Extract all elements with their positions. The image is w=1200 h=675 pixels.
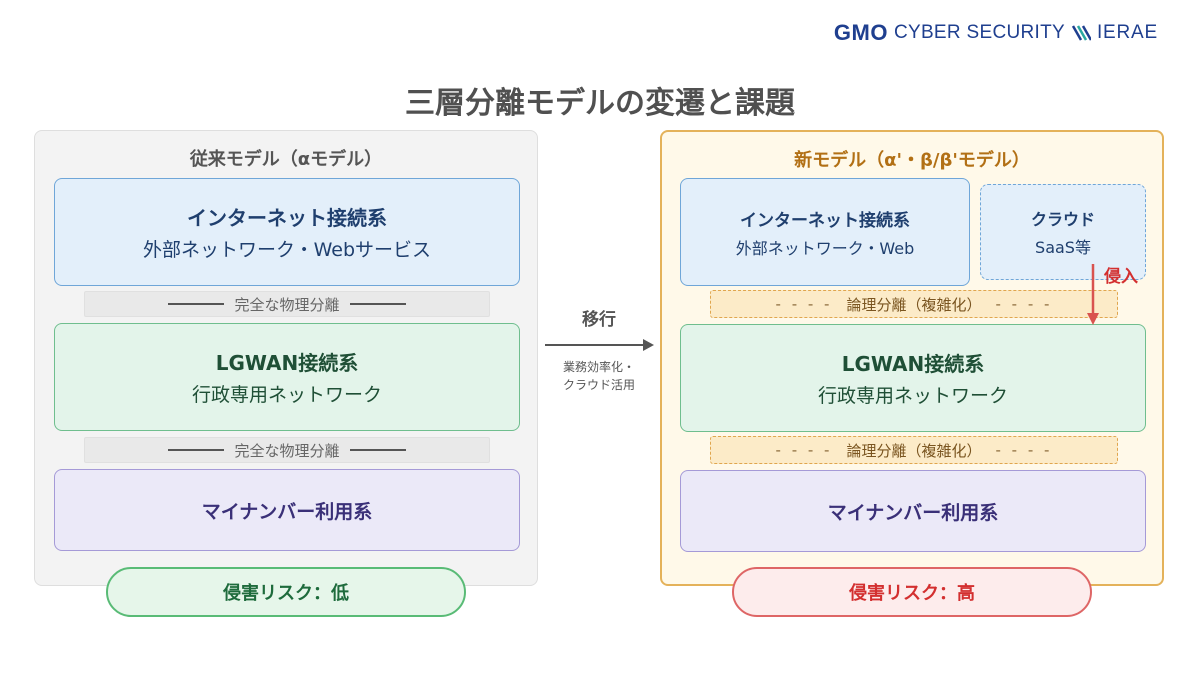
old-separator-1: 完全な物理分離 (84, 291, 490, 317)
new-model-title: 新モデル（α'・β/β'モデル） (794, 150, 1030, 171)
migration-label: 移行 (582, 310, 616, 330)
right-arrow-icon (545, 339, 654, 351)
new-internet-box: インターネット接続系 外部ネットワーク・Web (680, 178, 970, 286)
migration-indicator: 移行 業務効率化・ クラウド活用 (540, 305, 658, 394)
page-title: 三層分離モデルの変遷と課題 (405, 86, 795, 121)
migration-sub-line2: クラウド活用 (562, 378, 635, 392)
cloud-name: クラウド (1030, 210, 1095, 229)
separator-dashes-right: - - - - (995, 441, 1053, 459)
old-lgwan-name: LGWAN接続系 (215, 351, 359, 375)
new-separator-1: - - - - 論理分離（複雑化） - - - - (710, 290, 1118, 318)
brand-ierae-text: IERAE (1096, 22, 1158, 43)
old-mynumber-name: マイナンバー利用系 (201, 500, 373, 523)
old-internet-sub: 外部ネットワーク・Webサービス (142, 239, 432, 261)
cloud-box: クラウド SaaS等 (980, 184, 1146, 280)
old-model-panel: 従来モデル（αモデル） インターネット接続系 外部ネットワーク・Webサービス … (34, 130, 538, 586)
separator-line-left (168, 449, 225, 451)
new-model-panel: 新モデル（α'・β/β'モデル） インターネット接続系 外部ネットワーク・Web… (660, 130, 1164, 586)
new-lgwan-name: LGWAN接続系 (841, 352, 985, 376)
separator-dashes-left: - - - - (775, 295, 833, 313)
new-mynumber-name: マイナンバー利用系 (827, 501, 999, 524)
separator-line-right (349, 449, 406, 451)
new-separator-2-label: 論理分離（複雑化） (846, 441, 982, 460)
new-separator-1-label: 論理分離（複雑化） (846, 295, 982, 314)
brand-cyber-security-text: CYBER SECURITY (893, 22, 1065, 43)
old-internet-name: インターネット接続系 (187, 206, 387, 230)
separator-line-left (168, 303, 225, 305)
separator-dashes-left: - - - - (775, 441, 833, 459)
new-separator-2: - - - - 論理分離（複雑化） - - - - (710, 436, 1118, 464)
new-lgwan-box: LGWAN接続系 行政専用ネットワーク (680, 324, 1146, 432)
old-mynumber-box: マイナンバー利用系 (54, 469, 520, 551)
new-internet-name: インターネット接続系 (740, 210, 910, 231)
old-separator-1-label: 完全な物理分離 (234, 295, 340, 314)
double-slash-mark-icon (1071, 25, 1091, 41)
brand-logo: GMO CYBER SECURITY IERAE (834, 20, 1158, 46)
brand-gmo-text: GMO (833, 20, 888, 45)
new-lgwan-sub: 行政専用ネットワーク (817, 385, 1008, 407)
old-separator-2-label: 完全な物理分離 (234, 441, 340, 460)
old-model-title: 従来モデル（αモデル） (189, 149, 383, 170)
cloud-sub: SaaS等 (1035, 238, 1091, 257)
new-risk-badge: 侵害リスク：高 (732, 567, 1092, 617)
old-internet-box: インターネット接続系 外部ネットワーク・Webサービス (54, 178, 520, 286)
separator-dashes-right: - - - - (995, 295, 1053, 313)
separator-line-right (349, 303, 406, 305)
old-lgwan-box: LGWAN接続系 行政専用ネットワーク (54, 323, 520, 431)
migration-sub-line1: 業務効率化・ (562, 360, 635, 374)
new-mynumber-box: マイナンバー利用系 (680, 470, 1146, 552)
old-lgwan-sub: 行政専用ネットワーク (191, 384, 382, 406)
new-internet-sub: 外部ネットワーク・Web (735, 238, 915, 258)
intrusion-label: 侵入 (1104, 267, 1138, 287)
old-separator-2: 完全な物理分離 (84, 437, 490, 463)
old-risk-badge: 侵害リスク：低 (106, 567, 466, 617)
intrusion-arrow-icon (1087, 264, 1099, 325)
